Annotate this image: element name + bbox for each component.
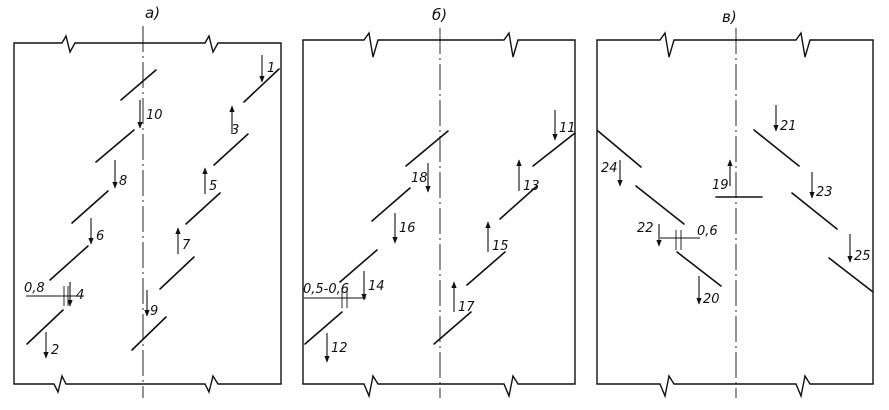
seam-18 [405, 130, 449, 167]
label-11: 11 [559, 121, 576, 136]
seam-4 [49, 245, 89, 281]
label-14: 14 [368, 279, 385, 294]
seam-17 [433, 311, 472, 345]
panel-a: а) 0,8 10 8 6 4 2 1 3 [13, 4, 282, 398]
seam-2 [26, 309, 64, 345]
label-18: 18 [411, 171, 428, 186]
gap-label-a: 0,8 [24, 281, 45, 296]
label-19: 19 [712, 178, 729, 193]
seam-25 [828, 257, 874, 293]
label-6: 6 [96, 229, 104, 244]
seam-16 [371, 187, 411, 222]
gap-label-b: 0,5-0,6 [303, 282, 349, 297]
seam-20 [676, 251, 722, 287]
label-8: 8 [119, 174, 127, 189]
seam-22 [635, 185, 685, 225]
label-15: 15 [492, 239, 509, 254]
seam-7 [159, 256, 195, 290]
seam-24 [597, 130, 642, 168]
panel-c-frame [596, 31, 874, 399]
label-21: 21 [780, 119, 797, 134]
seam-11 [532, 132, 576, 167]
label-10: 10 [146, 108, 163, 123]
seam-9 [131, 316, 167, 351]
label-17: 17 [458, 300, 475, 315]
seam-8 [95, 129, 135, 163]
seam-10 [120, 69, 157, 101]
label-7: 7 [182, 238, 191, 253]
label-16: 16 [399, 221, 416, 236]
seam-14 [339, 249, 378, 283]
seam-21 [753, 129, 800, 167]
seam-1 [243, 68, 280, 103]
label-25: 25 [854, 249, 871, 264]
panel-c: в) 0,6 24 22 20 19 21 23 25 [596, 8, 874, 399]
seam-3 [213, 133, 249, 166]
seam-5 [185, 192, 221, 225]
label-2: 2 [51, 343, 59, 358]
label-5: 5 [209, 179, 217, 194]
panel-a-title: а) [145, 4, 160, 22]
gap-label-c: 0,6 [697, 224, 718, 239]
panel-c-title: в) [722, 8, 737, 26]
label-1: 1 [267, 61, 275, 76]
label-22: 22 [637, 221, 654, 236]
panel-b-title: б) [432, 6, 447, 24]
panel-b-frame [302, 31, 576, 399]
seam-23 [791, 192, 838, 230]
panel-a-frame [13, 34, 282, 395]
panel-b: б) 0,5-0,6 18 16 14 12 11 13 15 17 [302, 6, 576, 399]
label-12: 12 [331, 341, 348, 356]
seam-13 [499, 185, 538, 220]
seam-12 [304, 311, 343, 345]
label-23: 23 [816, 185, 833, 200]
label-9: 9 [150, 304, 158, 319]
label-24: 24 [601, 161, 618, 176]
seam-6 [71, 190, 109, 224]
label-20: 20 [703, 292, 720, 307]
label-4: 4 [76, 288, 84, 303]
label-3: 3 [231, 123, 239, 138]
label-13: 13 [523, 179, 540, 194]
seam-15 [466, 251, 506, 286]
